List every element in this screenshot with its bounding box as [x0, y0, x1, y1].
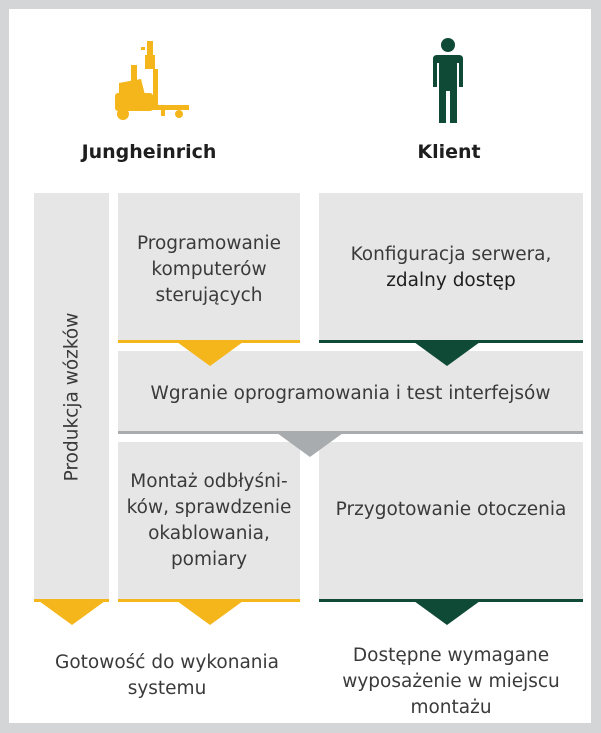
readiness-result-text: Gotowość do wykonania systemu — [54, 652, 280, 699]
programming-arrow — [177, 342, 243, 366]
assembly-yellow-bar — [118, 599, 300, 602]
programming-yellow-bar — [118, 340, 300, 343]
truck-production-column: Produkcja wózków — [34, 193, 109, 600]
process-diagram-card: Jungheinrich Klient Produkcja wózków Pro… — [9, 9, 591, 723]
jungheinrich-label: Jungheinrich — [81, 141, 217, 163]
server-config-text: Konfiguracja serwera, zdalny dostęp — [319, 242, 583, 294]
environment-green-bar — [319, 599, 583, 602]
forklift-icon — [101, 39, 191, 123]
assembly-arrow — [177, 601, 243, 625]
side-yellow-bar — [34, 599, 109, 602]
client-label: Klient — [417, 141, 481, 163]
environment-box — [319, 442, 583, 600]
server-arrow — [414, 342, 480, 366]
truck-production-label: Produkcja wózków — [61, 312, 82, 481]
equipment-result-text: Dostępne wymagane wyposażenie w miejscu … — [342, 645, 560, 718]
side-arrow — [39, 601, 105, 625]
upload-arrow — [277, 433, 343, 457]
remote-access-text: zdalny dostęp — [386, 270, 516, 291]
programming-box — [118, 193, 300, 341]
upload-test-box — [118, 351, 583, 432]
upload-test-text: Wgranie oprogramowania i test interfejsó… — [150, 383, 551, 404]
environment-arrow — [414, 601, 480, 625]
person-icon — [430, 37, 466, 125]
assembly-text: Montaż odbłyśni- ków, sprawdzenie okablo… — [126, 471, 292, 570]
server-config-box — [319, 193, 583, 341]
server-green-bar — [319, 340, 583, 343]
assembly-box — [118, 442, 300, 600]
environment-text: Przygotowanie otoczenia — [335, 499, 567, 520]
programming-text: Programowanie komputerów sterujących — [136, 233, 282, 306]
upload-gray-bar — [118, 431, 583, 434]
server-config-line1: Konfiguracja serwera, — [350, 244, 552, 265]
